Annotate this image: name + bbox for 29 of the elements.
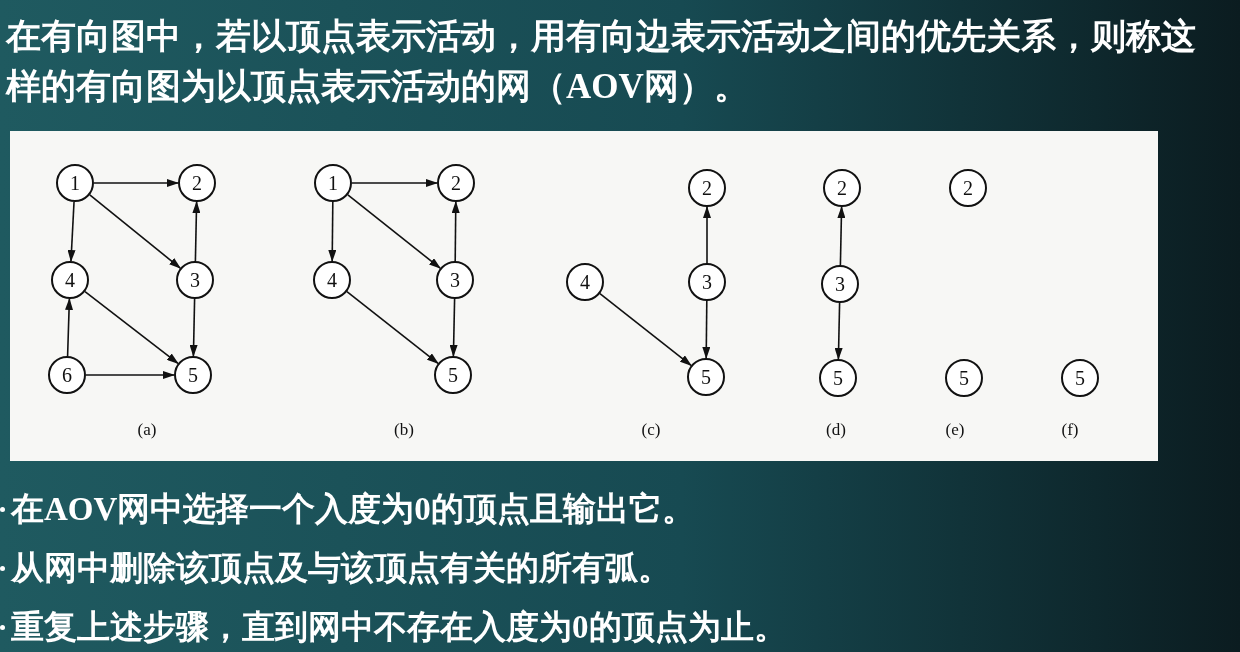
arrow bbox=[347, 194, 441, 269]
arrow bbox=[449, 298, 458, 357]
arrow bbox=[65, 298, 74, 357]
arrow bbox=[89, 194, 181, 269]
subfigure-caption: (a) bbox=[136, 419, 158, 441]
arrow bbox=[346, 290, 439, 365]
arrow bbox=[703, 206, 711, 264]
arrow bbox=[837, 206, 846, 266]
subfigure-caption: (f) bbox=[1060, 419, 1080, 441]
arrow bbox=[189, 298, 198, 357]
intro-paragraph: 在有向图中，若以顶点表示活动，用有向边表示活动之间的优先关系，则称这样的有向图为以顶点表示活动的网（AOV网）。 bbox=[6, 16, 1197, 108]
step-text: 在AOV网中选择一个入度为0的顶点且输出它。 bbox=[11, 490, 695, 529]
arrow bbox=[84, 290, 179, 365]
subfigure-caption: (d) bbox=[825, 419, 847, 441]
subfigure-caption: (b) bbox=[393, 419, 415, 441]
arrow bbox=[85, 371, 175, 379]
arrow bbox=[67, 201, 76, 262]
arrow bbox=[599, 292, 692, 367]
arrow bbox=[93, 179, 179, 187]
step-text: 从网中删除该顶点及与该顶点有关的所有弧。 bbox=[11, 549, 671, 588]
arrow bbox=[451, 201, 460, 262]
step-text: 重复上述步骤，直到网中不存在入度为0的顶点为止。 bbox=[11, 608, 787, 647]
arrow bbox=[702, 300, 711, 359]
arrow bbox=[328, 201, 337, 262]
arrow bbox=[351, 179, 438, 187]
arrow bbox=[192, 201, 201, 262]
arrow bbox=[834, 302, 843, 360]
subfigure-caption: (e) bbox=[944, 419, 966, 441]
subfigure-caption: (c) bbox=[640, 419, 662, 441]
